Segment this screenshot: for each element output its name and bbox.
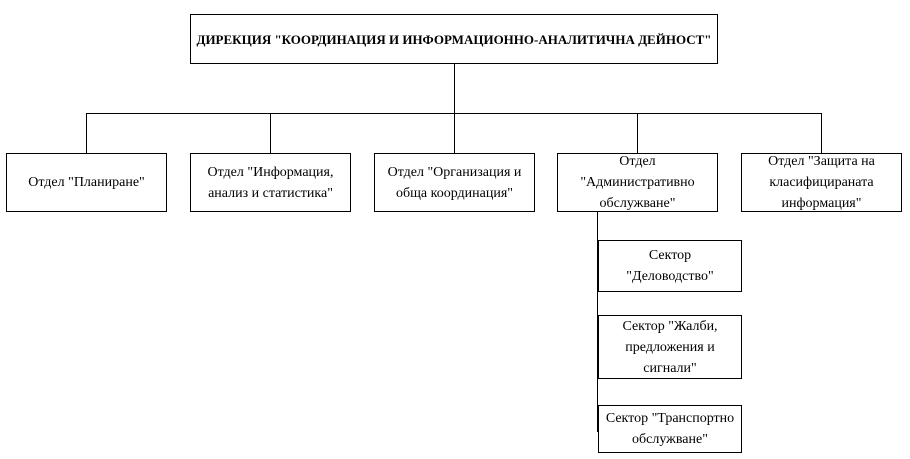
department-administrativno-box: Отдел "Административно обслужване" bbox=[557, 153, 718, 212]
sector-zhalbi-box: Сектор "Жалби, предложения и сигнали" bbox=[598, 315, 742, 379]
department-informatsia-box: Отдел "Информация, анализ и статистика" bbox=[190, 153, 351, 212]
directorate-box: ДИРЕКЦИЯ "КООРДИНАЦИЯ И ИНФОРМАЦИОННО-АН… bbox=[190, 14, 718, 64]
sector-transport-box: Сектор "Транспортно обслужване" bbox=[598, 405, 742, 453]
department-organizatsia-box: Отдел "Организация и обща координация" bbox=[374, 153, 535, 212]
sector-delovodstvo-box: Сектор "Деловодство" bbox=[598, 240, 742, 292]
department-zashtita-box: Отдел "Защита на класифицираната информа… bbox=[741, 153, 902, 212]
department-planirane-box: Отдел "Планиране" bbox=[6, 153, 167, 212]
